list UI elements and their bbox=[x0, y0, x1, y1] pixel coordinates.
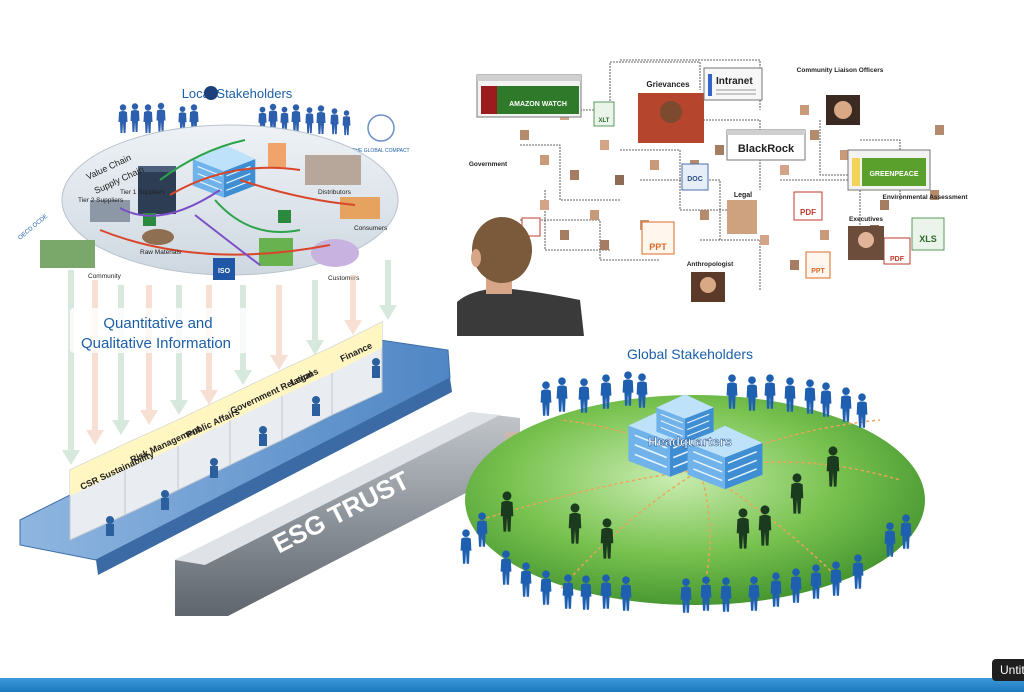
tier2-supplier-icon bbox=[90, 200, 130, 222]
globe-disc bbox=[465, 395, 925, 605]
iso-badge-icon bbox=[213, 258, 235, 280]
local-stakeholders-panel: Local Stakeholders THE GLOBAL COMPACT bbox=[17, 86, 410, 282]
ppt-file-label-2: PPT bbox=[811, 268, 825, 275]
tier1-label: Tier 1 Suppliers bbox=[120, 189, 166, 196]
pdf-file-label: PDF bbox=[800, 208, 816, 217]
pdf-file-icon-2 bbox=[883, 237, 911, 265]
esg-trust-slab: ESG TRUST bbox=[175, 412, 520, 616]
department-platform: CSR Sustainability Risk Management Publi… bbox=[19, 321, 452, 575]
tier2-label: Tier 2 Suppliers bbox=[78, 197, 124, 204]
government-label: Government bbox=[469, 161, 508, 168]
xlt-file-label: XLT bbox=[599, 118, 610, 124]
supply-chain-arrows bbox=[99, 139, 356, 266]
amazon-watch-label: AMAZON WATCH bbox=[509, 101, 567, 108]
global-compact-icon bbox=[367, 114, 395, 142]
legal-photo bbox=[727, 200, 757, 234]
department-sign-bgs bbox=[70, 322, 382, 496]
distributor-building-icon bbox=[305, 155, 361, 185]
department-workers bbox=[106, 358, 380, 536]
global-stakeholders-panel: Global Stakeholders Headquarters bbox=[460, 346, 925, 613]
global-compact-label: THE GLOBAL COMPACT bbox=[352, 148, 409, 154]
raw-materials-icon bbox=[142, 229, 174, 245]
distributors-label: Distributors bbox=[318, 189, 352, 196]
tier1-supplier-icon bbox=[138, 166, 176, 214]
intranet-window: Intranet bbox=[703, 67, 763, 101]
blackrock-label: BlackRock bbox=[738, 143, 795, 155]
anthropologist-label: Anthropologist bbox=[687, 261, 734, 268]
info-banner: Quantitative and Qualitative Information bbox=[70, 308, 250, 353]
consumer-cards-icon bbox=[340, 197, 380, 219]
community-houses-icon bbox=[40, 240, 95, 268]
stakeholder-network-panel: AMAZON WATCH Grievances Intranet XLT Com… bbox=[457, 59, 968, 336]
xls-file-icon bbox=[911, 217, 945, 251]
globe-logo-icon bbox=[204, 86, 218, 100]
ppt-file-label: PPT bbox=[649, 242, 667, 252]
network-legal-label: Legal bbox=[734, 192, 752, 199]
raw-materials-label: Raw Materials bbox=[140, 249, 182, 256]
xlt-file-icon bbox=[593, 101, 615, 127]
doc-file-label: DOC bbox=[687, 176, 703, 183]
ppt-file-icon-2 bbox=[805, 251, 831, 279]
local-stakeholders-title: Local Stakeholders bbox=[182, 86, 293, 101]
greenpeace-label: GREENPEACE bbox=[869, 171, 918, 178]
customers-group-icon bbox=[311, 239, 359, 267]
global-stakeholders-title: Global Stakeholders bbox=[627, 346, 753, 362]
document-icon bbox=[268, 143, 286, 167]
consumers-label: Consumers bbox=[354, 225, 388, 232]
community-label: Community bbox=[88, 273, 122, 280]
doc-file-icon bbox=[681, 163, 709, 191]
ppt-file-icon bbox=[641, 221, 675, 255]
info-banner-line1: Quantitative and bbox=[103, 315, 212, 332]
environmental-assessment-label: Environmental Assessment bbox=[882, 194, 968, 201]
network-thumbnails bbox=[520, 100, 944, 270]
excel-icon-2 bbox=[278, 210, 291, 223]
community-liaison-label: Community Liaison Officers bbox=[797, 67, 884, 74]
intranet-label: Intranet bbox=[716, 76, 753, 87]
amazon-watch-window: AMAZON WATCH bbox=[476, 74, 582, 118]
bottom-status-bar bbox=[0, 678, 1024, 692]
viewer-person bbox=[457, 217, 584, 336]
grievances-label: Grievances bbox=[646, 80, 690, 89]
untitled-tab[interactable]: Untitled bbox=[992, 659, 1024, 681]
pdf-file-label-2: PDF bbox=[890, 256, 905, 263]
iso-label: ISO bbox=[218, 268, 231, 275]
blackrock-window: BlackRock bbox=[726, 129, 806, 161]
headquarters-label: Headquarters bbox=[648, 434, 732, 449]
customers-label: Customers bbox=[328, 275, 360, 282]
greenpeace-window: GREENPEACE bbox=[847, 149, 931, 191]
pdf-file-icon bbox=[793, 191, 823, 221]
executives-label: Executives bbox=[849, 216, 883, 223]
info-banner-line2: Qualitative Information bbox=[81, 335, 231, 352]
xls-file-label: XLS bbox=[919, 234, 937, 244]
oecd-label: OECD OCDE bbox=[17, 214, 49, 242]
